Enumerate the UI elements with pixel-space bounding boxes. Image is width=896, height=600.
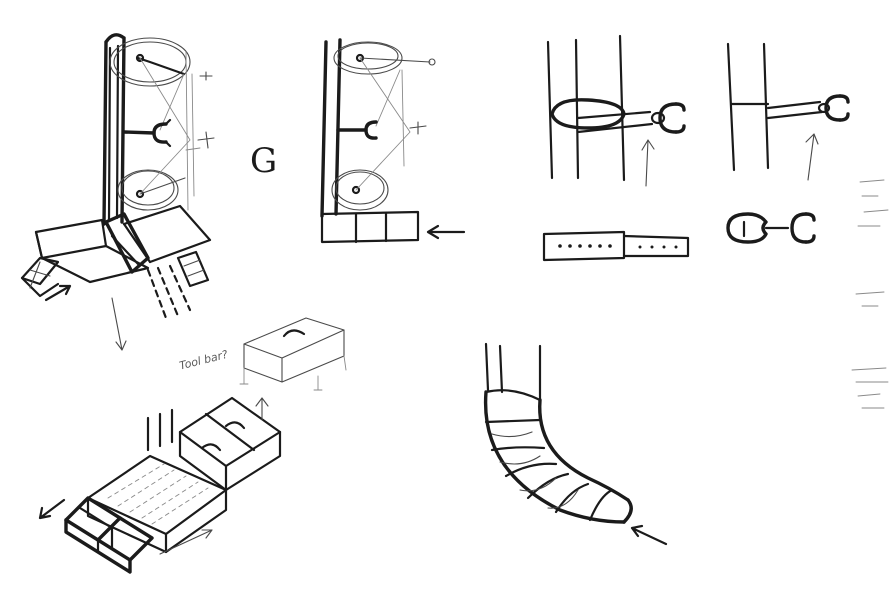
- scan-edge-marks: [852, 180, 888, 408]
- triple-pole-clamp-sketch: [544, 36, 688, 260]
- side-letter-g: G: [250, 141, 277, 181]
- pole-robot-side-view-sketch: [322, 40, 464, 242]
- tool-bar-box-sketch: Tool bar?: [178, 318, 346, 390]
- curved-segmented-chute-sketch: [486, 344, 666, 544]
- double-pole-clamp-sketch: [728, 44, 848, 242]
- dual-module-tray-sketch: [40, 398, 280, 572]
- pole-robot-with-ramp-sketch: [22, 35, 214, 350]
- tool-bar-note: Tool bar?: [178, 348, 229, 373]
